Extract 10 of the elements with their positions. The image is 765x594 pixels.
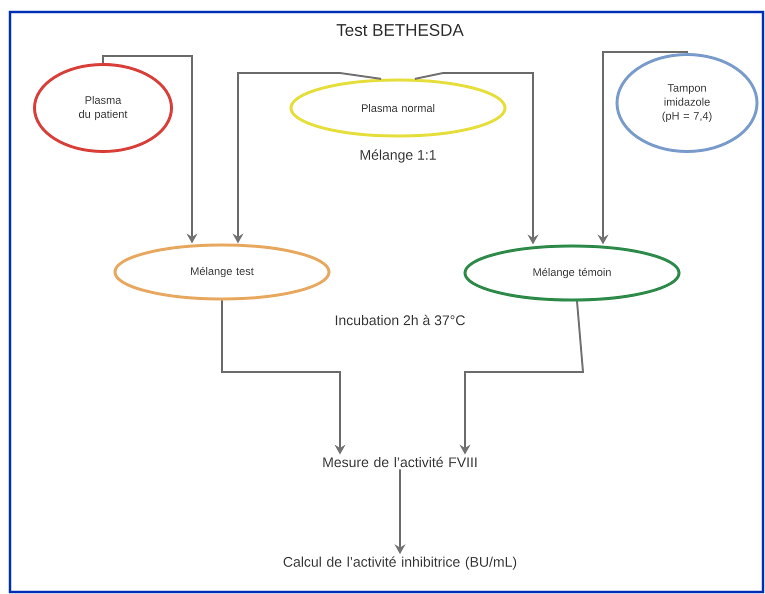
ellipse-node: Plasma normal [290,78,506,138]
step-label: Incubation 2h à 37°C [336,314,465,326]
title: Test BETHESDA [336,24,464,36]
circle-node: Tampon imidazole (pH = 7,4) [616,53,758,153]
step-text: Mesure de l’activité FVIII [323,456,476,468]
step-label: Mélange 1:1 [360,149,436,163]
ellipse-node: Mélange test [114,244,330,300]
step-text: Calcul de l’activité inhibitrice (BU/mL) [284,556,516,570]
ellipse-node: Mélange témoin [464,244,680,302]
circle-node: Plasma du patient [33,63,173,153]
